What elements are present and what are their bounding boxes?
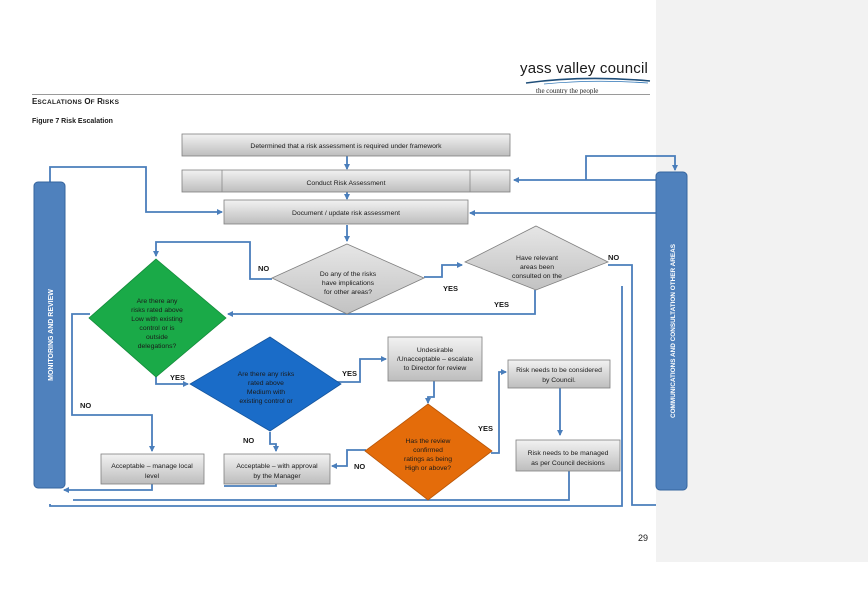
section-title: ESCALATIONS OF RISKS <box>32 97 120 106</box>
council-manage-line-1: Risk needs to be managed <box>528 450 609 457</box>
label-no-orange: NO <box>354 462 365 471</box>
connector-green-local-no <box>71 313 155 452</box>
implications-line-3: for other areas? <box>324 289 372 296</box>
logo-brand-text: yass valley council <box>520 60 649 77</box>
consulted-line-3: consulted on the <box>512 273 562 280</box>
accept-manager-line-1: Acceptable – with approval <box>236 463 318 470</box>
blue-line-3: Medium with <box>247 389 285 396</box>
determined-box-text: Determined that a risk assessment is req… <box>250 143 442 150</box>
blue-line-2: rated above <box>248 380 284 387</box>
accept-manager-box: Acceptable – with approval by the Manage… <box>223 453 331 485</box>
page-number: 29 <box>638 533 649 543</box>
accept-local-line-1: Acceptable – manage local <box>111 463 193 470</box>
implications-line-1: Do any of the risks <box>320 271 377 278</box>
council-consider-line-2: by Council. <box>542 377 576 384</box>
connector-lines <box>49 155 678 507</box>
accept-manager-line-2: by the Manager <box>253 473 301 480</box>
label-yes-green: YES <box>170 373 185 382</box>
conduct-box: Conduct Risk Assessment <box>181 169 511 193</box>
undesirable-line-1: Undesirable <box>417 347 453 354</box>
monitoring-review-bar: MONITORING AND REVIEW <box>33 181 66 489</box>
label-yes-consulted: YES <box>494 300 509 309</box>
label-yes-orange: YES <box>478 424 493 433</box>
green-diamond: Are there any risks rated above Low with… <box>88 258 227 378</box>
accept-local-box: Acceptable – manage local level <box>100 453 205 485</box>
orange-line-2: confirmed <box>413 447 443 454</box>
blue-line-4: existing control or <box>239 398 293 405</box>
council-consider-line-1: Risk needs to be considered <box>516 367 602 374</box>
orange-line-3: ratings as being <box>404 456 452 463</box>
document-box-text: Document / update risk assessment <box>292 210 400 217</box>
connector-manager-left <box>224 484 277 487</box>
green-line-2: risks rated above <box>131 307 183 314</box>
header-rule <box>32 94 650 95</box>
green-line-1: Are there any <box>137 298 178 305</box>
green-line-5: outside <box>146 334 168 341</box>
document-box: Document / update risk assessment <box>223 199 469 225</box>
connector-orange-manager-no <box>331 449 366 469</box>
green-line-6: delegations? <box>138 343 177 350</box>
connector-orange-council-yes <box>491 369 507 454</box>
connector-implications-green-no <box>153 241 272 280</box>
communications-consultation-bar: COMMUNICATIONS AND CONSULTATION OTHER AR… <box>655 171 688 491</box>
green-line-4: control or is <box>139 325 175 332</box>
council-consider-box: Risk needs to be considered by Council. <box>507 359 611 389</box>
connector-green-blue-yes <box>155 376 189 387</box>
green-line-3: Low with existing <box>131 316 183 323</box>
council-manage-line-2: as per Council decisions <box>531 460 605 467</box>
communications-consultation-label: COMMUNICATIONS AND CONSULTATION OTHER AR… <box>670 243 677 418</box>
connector-undesirable-orange <box>425 381 435 404</box>
right-margin-panel <box>656 0 868 562</box>
determined-box: Determined that a risk assessment is req… <box>181 133 511 157</box>
orange-line-1: Has the review <box>406 438 451 445</box>
label-yes-implications: YES <box>443 284 458 293</box>
undesirable-line-2: /Unacceptable – escalate <box>397 356 474 363</box>
connector-consulted-right-no <box>608 264 656 506</box>
council-logo: yass valley council the country the peop… <box>520 60 651 95</box>
conduct-box-text: Conduct Risk Assessment <box>307 180 386 187</box>
label-no-implications: NO <box>258 264 269 273</box>
accept-local-line-2: level <box>145 473 159 480</box>
figure-title: Figure 7 Risk Escalation <box>32 118 113 125</box>
implications-diamond: Do any of the risks have implications fo… <box>271 243 425 315</box>
blue-diamond: Are there any risks rated above Medium w… <box>189 336 342 432</box>
connector-council-manage-left <box>73 471 570 501</box>
label-no-blue: NO <box>243 436 254 445</box>
orange-diamond: Has the review confirmed ratings as bein… <box>364 403 493 501</box>
label-no-green: NO <box>80 401 91 410</box>
consulted-line-2: areas been <box>520 264 554 271</box>
consulted-diamond: Have relevant areas been consulted on th… <box>464 225 609 291</box>
logo-swoosh-icon <box>525 77 651 85</box>
logo-tagline: the country the people <box>536 87 599 95</box>
connector-accepts-left-bar <box>63 484 153 493</box>
monitoring-review-label: MONITORING AND REVIEW <box>48 289 55 381</box>
connector-left-bar-to-top <box>49 166 223 215</box>
label-yes-blue: YES <box>342 369 357 378</box>
connector-blue-manager-no <box>269 432 279 452</box>
blue-line-1: Are there any risks <box>238 371 295 378</box>
orange-line-4: High or above? <box>405 465 451 472</box>
undesirable-box: Undesirable /Unacceptable – escalate to … <box>387 336 483 382</box>
implications-line-2: have implications <box>322 280 375 287</box>
connector-consulted-green-yes <box>227 290 536 317</box>
connector-right-bar-top <box>585 155 678 180</box>
connector-blue-undesirable-yes <box>337 356 387 383</box>
consulted-line-1: Have relevant <box>516 255 558 262</box>
undesirable-line-3: to Director for review <box>404 365 467 372</box>
connector-implications-consulted-yes <box>424 262 463 278</box>
council-manage-box: Risk needs to be managed as per Council … <box>515 439 621 472</box>
label-no-consulted: NO <box>608 253 619 262</box>
connector-left-bar-document <box>49 286 623 507</box>
